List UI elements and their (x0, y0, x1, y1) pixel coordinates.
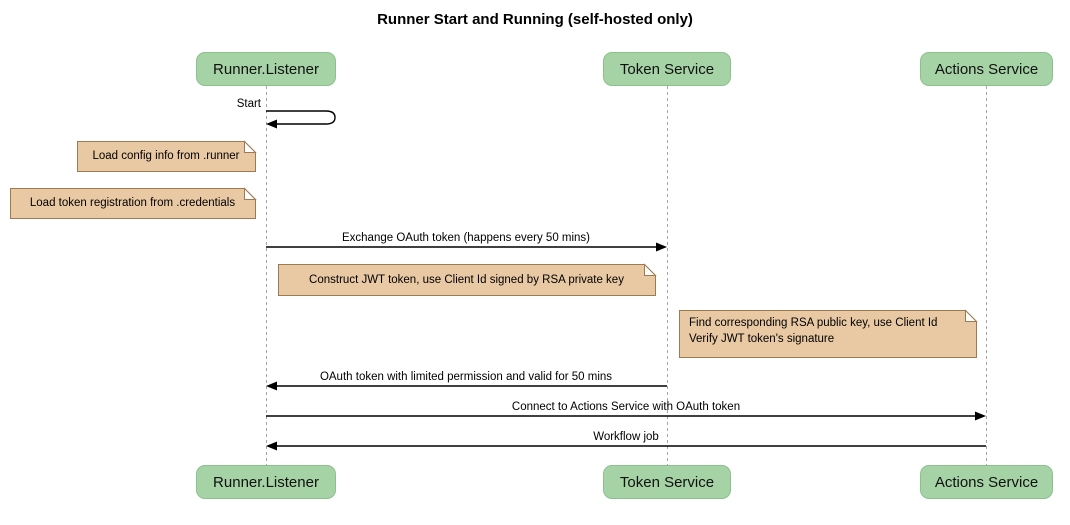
note-shape-verify-jwt (679, 310, 977, 358)
note-verify-jwt: Find corresponding RSA public key, use C… (689, 315, 969, 353)
note-load-token-registration: Load token registration from .credential… (29, 197, 236, 209)
participant-runner-listener-bottom: Runner.Listener (196, 465, 336, 499)
participant-label: Token Service (619, 473, 715, 491)
note-fold-load-config (244, 140, 257, 153)
arrowhead-oauth-token-return (266, 381, 277, 391)
message-label-oauth-token-return: OAuth token with limited permission and … (319, 371, 613, 383)
note-fold-verify-jwt (965, 309, 978, 322)
participant-label: Token Service (619, 60, 715, 78)
self-message-arrowhead (266, 119, 277, 129)
message-label-workflow-job: Workflow job (593, 431, 659, 443)
note-shape-construct-jwt (278, 264, 656, 296)
note-fold-load-token-registration (244, 187, 257, 200)
message-label-exchange-oauth-token: Exchange OAuth token (happens every 50 m… (341, 232, 591, 244)
arrowhead-connect-actions-service (975, 411, 986, 421)
note-fold-construct-jwt (644, 263, 657, 276)
diagram-title: Runner Start and Running (self-hosted on… (377, 11, 693, 28)
note-shape-load-config (77, 141, 256, 172)
note-verify-jwt-line1: Find corresponding RSA public key, use C… (689, 317, 938, 329)
note-verify-jwt-line2: Verify JWT token's signature (689, 333, 835, 345)
note-construct-jwt: Construct JWT token, use Client Id signe… (309, 273, 624, 286)
arrowhead-workflow-job (266, 441, 277, 451)
note-load-config: Load config info from .runner (92, 150, 240, 162)
message-label-connect-actions-service: Connect to Actions Service with OAuth to… (511, 401, 741, 413)
arrowhead-exchange-oauth-token (656, 242, 667, 252)
participant-label: Actions Service (934, 473, 1039, 491)
participant-label: Actions Service (934, 60, 1039, 78)
participant-actions-service-top: Actions Service (920, 52, 1053, 86)
participant-runner-listener-top: Runner.Listener (196, 52, 336, 86)
participant-token-service-top: Token Service (603, 52, 731, 86)
message-label-start: Start (236, 98, 261, 110)
participant-label: Runner.Listener (213, 60, 319, 78)
participant-actions-service-bottom: Actions Service (920, 465, 1053, 499)
self-message-loop-start (266, 110, 336, 125)
participant-label: Runner.Listener (213, 473, 319, 491)
note-shape-load-token-registration (10, 188, 256, 219)
participant-token-service-bottom: Token Service (603, 465, 731, 499)
